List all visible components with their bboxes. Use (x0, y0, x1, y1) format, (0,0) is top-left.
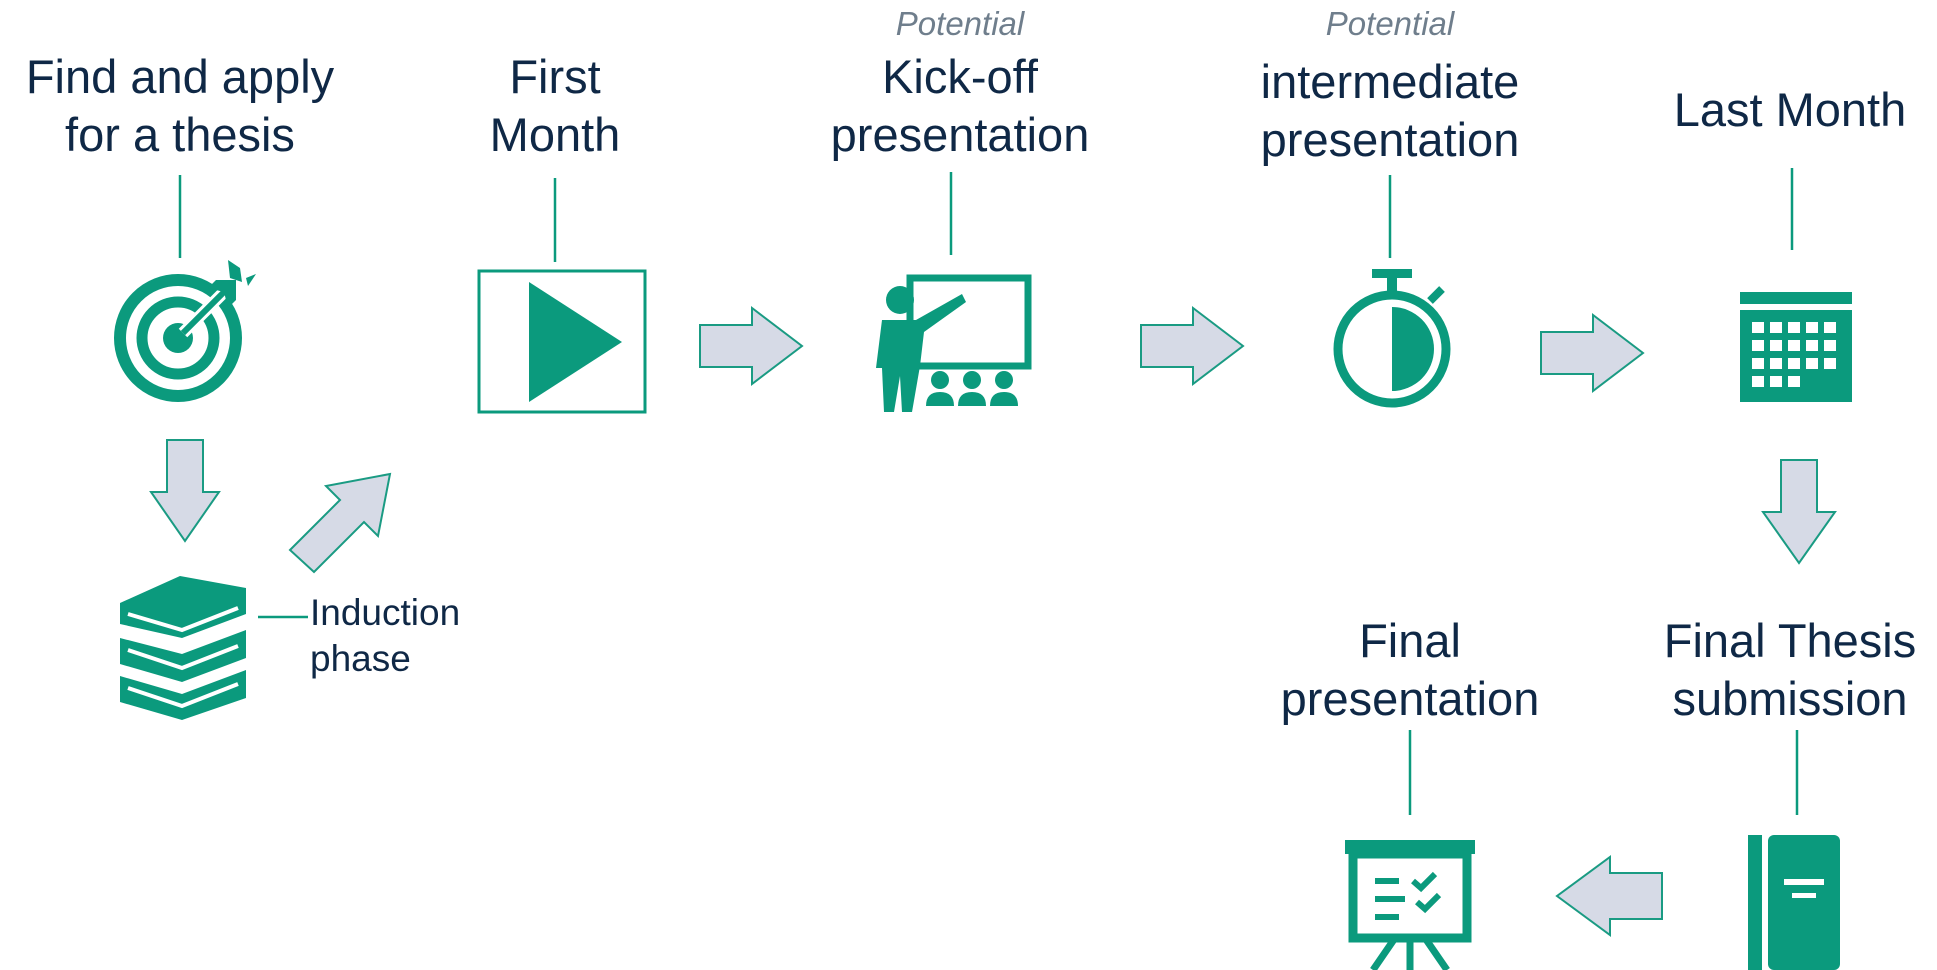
step-label-first-month: First Month (489, 50, 621, 161)
target-icon (114, 260, 256, 402)
step-label-last-month: Last Month (1673, 83, 1907, 136)
flipchart-icon (1345, 840, 1475, 970)
play-icon (477, 269, 647, 414)
step-label-final-presentation: Final presentation (1280, 614, 1540, 725)
step-label-induction: Induction phase (310, 592, 461, 679)
stopwatch-icon (1333, 269, 1451, 408)
step-note-kickoff: Potential (895, 5, 1025, 42)
arrow-down-to-submission (1761, 459, 1837, 565)
arrow-right-to-intermediate (1140, 305, 1245, 387)
step-note-intermediate: Potential (1325, 5, 1455, 42)
arrow-right-to-last-month (1540, 312, 1645, 394)
step-label-submission: Final Thesis submission (1663, 614, 1917, 725)
arrow-left-to-final-presentation (1555, 855, 1663, 937)
books-icon (120, 576, 246, 720)
step-label-intermediate: intermediate presentation (1260, 55, 1520, 166)
calendar-icon (1740, 292, 1852, 402)
step-label-kickoff: Kick-off presentation (830, 50, 1090, 161)
arrow-right-to-kickoff (699, 305, 804, 387)
thesis-book-icon (1748, 835, 1840, 970)
presenter-icon (876, 274, 1032, 412)
step-label-find-apply: Find and apply for a thesis (25, 50, 335, 161)
arrow-down-to-induction (149, 439, 221, 543)
arrow-up-right-to-first-month (288, 472, 392, 574)
